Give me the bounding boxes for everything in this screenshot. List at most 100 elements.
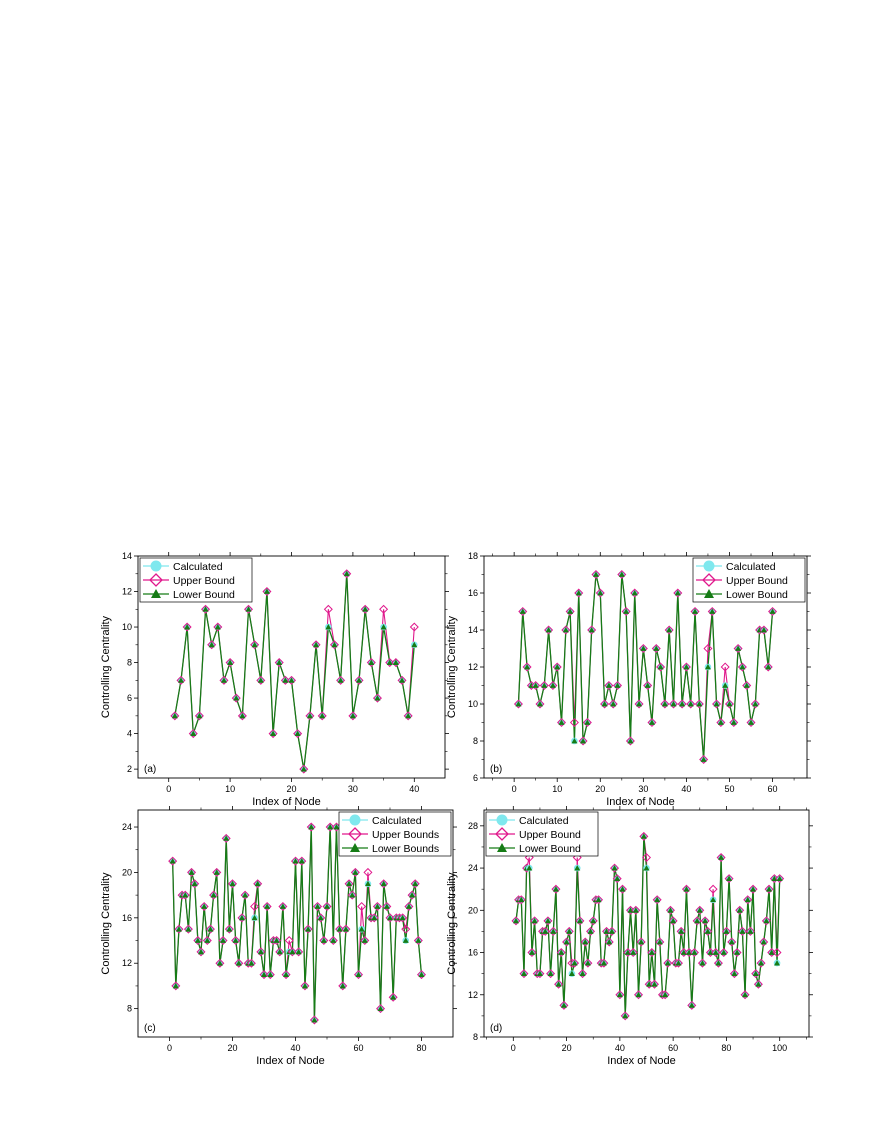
point-lower-bound [313, 641, 320, 648]
point-upper-bound [372, 693, 382, 703]
legend-label: Calculated [519, 815, 569, 827]
point-lower-bound [542, 928, 549, 934]
point-lower-bound [251, 914, 258, 921]
point-upper-bound [287, 947, 297, 957]
point-upper-bound [316, 913, 326, 923]
point-lower-bound [771, 875, 778, 882]
x-tick-label: 60 [353, 1043, 363, 1053]
point-lower-bound [520, 970, 527, 977]
point-upper-bound [202, 936, 212, 946]
point-upper-bound [224, 924, 234, 934]
series-line-upper-bound [174, 573, 415, 770]
point-lower-bound [597, 590, 604, 596]
point-upper-bound [407, 890, 417, 900]
point-upper-bound [341, 924, 351, 934]
point-upper-bound [196, 947, 206, 957]
x-tick-label: 0 [167, 1043, 172, 1053]
point-lower-bound [608, 928, 615, 934]
point-upper-bound [360, 604, 370, 614]
point-upper-bound [256, 947, 266, 957]
point-lower-bound [680, 949, 687, 955]
legend-label: Lower Bound [173, 589, 235, 601]
point-lower-bound [765, 664, 772, 670]
panel-label: (d) [490, 1023, 502, 1034]
point-upper-bound [692, 916, 702, 926]
point-upper-bound [703, 926, 713, 936]
point-lower-bound [361, 937, 368, 943]
point-upper-bound [617, 569, 627, 580]
point-lower-bound [519, 608, 526, 614]
point-upper-bound [618, 884, 628, 894]
point-lower-bound [386, 659, 393, 665]
point-lower-bound [720, 949, 727, 955]
point-upper-bound [240, 890, 250, 900]
point-upper-bound [732, 948, 742, 958]
x-tick-label: 30 [638, 784, 648, 794]
point-upper-bound [350, 867, 360, 877]
point-upper-bound [338, 981, 348, 991]
y-tick-label: 24 [122, 822, 132, 832]
point-upper-bound [335, 924, 345, 934]
point-lower-bound [292, 858, 299, 864]
legend-marker-upper [348, 827, 362, 841]
y-tick-label: 12 [468, 662, 478, 672]
point-lower-bound [233, 695, 240, 701]
point-lower-bound [208, 641, 215, 648]
point-lower-bound [603, 928, 610, 934]
point-upper-bound [348, 711, 358, 721]
point-upper-bound [201, 604, 211, 614]
legend-label: Upper Bound [173, 575, 235, 587]
point-lower-bound [276, 659, 283, 665]
y-tick-label: 16 [468, 588, 478, 598]
point-lower-bound [362, 606, 369, 612]
point-upper-bound [379, 604, 389, 614]
point-lower-bound [776, 875, 783, 882]
point-lower-bound [622, 1012, 629, 1019]
point-upper-bound [227, 879, 238, 889]
y-tick-label: 18 [468, 551, 478, 561]
point-lower-bound [730, 719, 737, 725]
point-upper-bound [761, 916, 771, 926]
point-lower-bound [571, 738, 578, 744]
legend-label: Calculated [173, 561, 223, 573]
point-upper-bound [535, 699, 545, 709]
point-lower-bound [177, 677, 184, 683]
point-lower-bound [710, 896, 717, 903]
point-upper-bound [631, 905, 641, 915]
point-lower-bound [735, 645, 742, 651]
point-upper-bound [207, 640, 217, 650]
legend-marker-calculated [703, 560, 715, 572]
point-upper-bound [366, 658, 376, 668]
point-upper-bound [413, 936, 423, 946]
point-lower-bound [683, 664, 690, 670]
x-tick-label: 10 [225, 784, 235, 794]
point-lower-bound [532, 682, 539, 688]
point-lower-bound [371, 914, 378, 921]
point-upper-bound [372, 901, 382, 911]
point-lower-bound [688, 1002, 695, 1008]
point-lower-bound [592, 571, 599, 577]
point-lower-bound [374, 903, 381, 909]
point-upper-bound [655, 937, 665, 947]
legend-marker-upper [702, 573, 716, 587]
point-lower-bound [760, 627, 767, 633]
point-lower-bound [554, 664, 561, 670]
point-upper-bound [548, 680, 558, 691]
point-lower-bound [648, 719, 655, 725]
point-lower-bound [571, 960, 578, 966]
point-upper-bound [720, 662, 730, 672]
point-lower-bound [742, 991, 749, 998]
point-lower-bound [333, 824, 340, 830]
point-lower-bound [320, 937, 327, 943]
point-lower-bound [207, 926, 214, 932]
point-lower-bound [661, 701, 668, 707]
point-lower-bound [638, 938, 645, 945]
point-upper-bound [262, 587, 272, 597]
point-upper-bound [212, 867, 222, 877]
point-lower-bound [560, 1002, 567, 1008]
point-upper-bound [636, 937, 646, 947]
point-upper-bound [677, 699, 687, 709]
point-upper-bound [768, 606, 778, 617]
point-upper-bound [575, 916, 585, 926]
point-lower-bound [683, 886, 690, 892]
